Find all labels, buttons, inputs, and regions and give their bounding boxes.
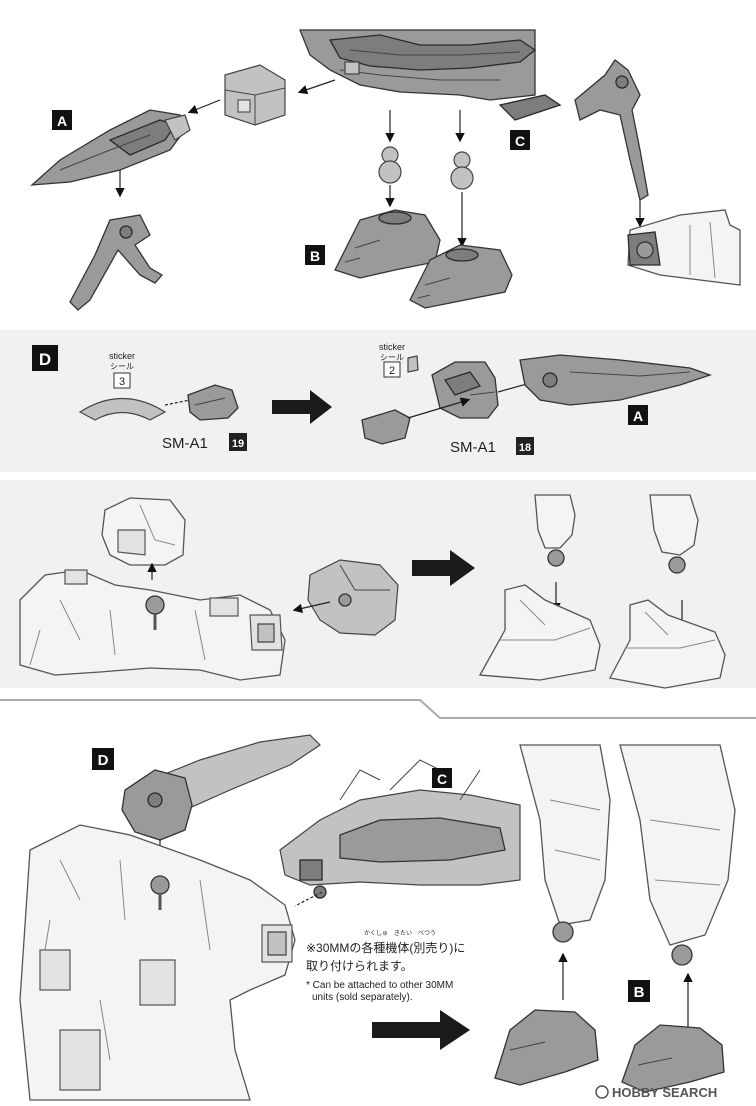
white-head-part — [101, 497, 186, 566]
svg-text:C: C — [515, 133, 525, 149]
svg-text:シール: シール — [380, 353, 404, 362]
torso-bottom — [19, 824, 296, 1101]
svg-text:18: 18 — [519, 442, 531, 454]
stand-arm-right — [574, 59, 649, 228]
separator-line — [0, 699, 756, 719]
part-b-foot-2 — [409, 244, 513, 309]
ball-joints — [378, 110, 474, 248]
svg-text:2: 2 — [389, 365, 395, 377]
white-foot-right — [609, 599, 726, 689]
svg-text:シール: シール — [110, 362, 134, 371]
svg-text:D: D — [39, 350, 51, 369]
callout-c-bottom: C — [432, 768, 452, 788]
c-attach-leader — [294, 891, 323, 907]
svg-text:SM-A1: SM-A1 — [162, 435, 208, 452]
part-b-foot-bottom-1 — [494, 1009, 599, 1086]
white-torso-part — [19, 569, 286, 681]
svg-text:A: A — [633, 408, 643, 424]
part-a-wing-step-d — [519, 354, 713, 406]
svg-text:SM-A1: SM-A1 — [450, 439, 496, 456]
sticker-3-label: sticker シール 3 — [109, 351, 135, 389]
label-sm-a1-19: SM-A1 19 — [162, 433, 247, 452]
svg-text:かくしゅ きたい べつう: かくしゅ きたい べつう — [364, 930, 436, 937]
part-a-wing-unit — [30, 109, 191, 186]
compat-note: かくしゅ きたい べつう ※30MMの各種機体(別売り)に 取り付けられます。 … — [306, 930, 465, 1003]
svg-text:A: A — [57, 113, 67, 129]
callout-c-top: C — [510, 130, 530, 150]
white-leg-left — [534, 494, 576, 567]
arrow-adaptor-to-a — [187, 99, 221, 114]
sticker-2-label: sticker シール 2 — [379, 342, 405, 378]
callout-d-step: D — [32, 345, 58, 371]
panel-step-d: D sticker シール 3 SM-A1 19 sticker シール 2 — [0, 330, 756, 472]
white-foot-left — [478, 584, 601, 681]
svg-text:19: 19 — [232, 438, 244, 450]
svg-text:B: B — [634, 984, 645, 1001]
arrow-small-to-head — [407, 397, 471, 419]
arrow-step-3 — [412, 550, 475, 586]
svg-text:B: B — [310, 248, 320, 264]
panel-step-3 — [0, 480, 756, 689]
legs-bottom — [519, 744, 736, 966]
callout-a-top: A — [52, 110, 72, 130]
svg-text:C: C — [437, 771, 447, 787]
svg-text:HOBBY SEARCH: HOBBY SEARCH — [612, 1085, 717, 1100]
part-b-foot-bottom-2 — [621, 1024, 725, 1093]
svg-text:sticker: sticker — [109, 351, 135, 361]
d-assembly — [121, 734, 321, 841]
svg-text:units (sold separately).: units (sold separately). — [312, 992, 413, 1003]
arrow-step-d — [272, 390, 332, 424]
label-sm-a1-18: SM-A1 18 — [450, 437, 534, 456]
stand-arm-left — [69, 214, 164, 311]
svg-text:※30MMの各種機体(別売り)に: ※30MMの各種機体(別売り)に — [306, 940, 465, 955]
part-sm-a1-19 — [187, 384, 239, 421]
arrow-step-4 — [372, 1010, 470, 1050]
sticker-3-shape — [78, 397, 167, 421]
arrow-ship-to-adaptor — [297, 79, 336, 95]
part-b-foot-1 — [334, 209, 441, 279]
callout-b-top: B — [305, 245, 325, 265]
part-small-left — [361, 409, 411, 445]
ship-top-part — [299, 29, 562, 121]
gray-head-piece — [307, 559, 399, 636]
panel-step-1: A — [30, 29, 741, 311]
adaptor-block — [224, 64, 286, 126]
svg-text:取り付けられます。: 取り付けられます。 — [306, 959, 413, 973]
part-sm-a1-18 — [431, 361, 499, 419]
callout-b-bottom: B — [628, 980, 650, 1002]
panel-step-4: D — [19, 734, 736, 1101]
callout-a-step-d: A — [628, 405, 648, 425]
part-c-ship — [279, 759, 521, 899]
sticker-2-shape — [407, 355, 419, 373]
arrow-head-to-torso — [292, 601, 331, 614]
torso-right-top — [627, 209, 741, 286]
svg-text:D: D — [98, 752, 109, 769]
svg-text:sticker: sticker — [379, 342, 405, 352]
hobby-search-watermark: HOBBY SEARCH — [595, 1085, 717, 1100]
sticker-3-leader — [164, 399, 191, 406]
svg-text:3: 3 — [119, 376, 125, 388]
svg-text:* Can be attached to other 30M: * Can be attached to other 30MM — [306, 980, 453, 991]
white-leg-right — [649, 494, 699, 574]
callout-d-bottom: D — [92, 748, 114, 770]
